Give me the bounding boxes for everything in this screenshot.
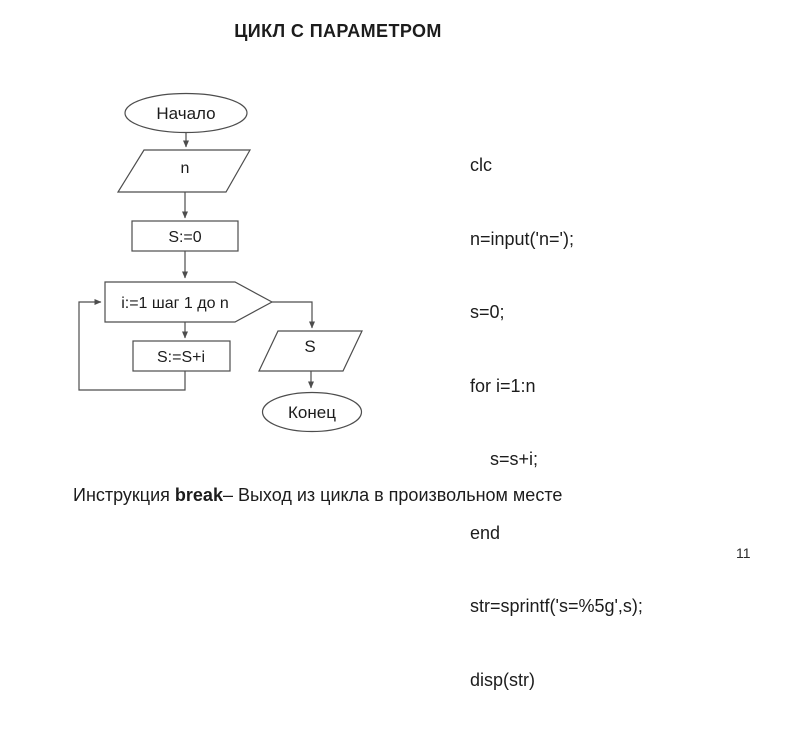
footnote-keyword: break (174, 485, 223, 505)
input-label: n (181, 160, 190, 177)
page-number: 11 (736, 545, 751, 561)
body-process-shape (132, 340, 231, 372)
code-line-2: n=input('n='); (470, 228, 574, 249)
connector-body-loopback (78, 299, 186, 391)
init-process-label: S:=0 (168, 229, 201, 246)
code-listing: clc n=input('n='); s=0; for i=1:n s=s+i;… (470, 104, 643, 741)
input-parallelogram-shape (116, 149, 252, 193)
code-line-4: for i=1:n (470, 375, 536, 396)
start-terminal-label: Начало (156, 104, 215, 123)
footnote-suffix: – Выход из цикла в произвольном месте (222, 485, 563, 505)
end-terminal-shape (261, 391, 363, 433)
body-process-label: S:=S+i (157, 349, 205, 366)
code-line-5: s=s+i; (470, 449, 539, 469)
slide: ЦИКЛ С ПАРАМЕТРОМ Начало n S:=0 i:=1 шаг… (73, 21, 751, 690)
code-line-6: end (470, 522, 501, 543)
footnote-prefix: Инструкция (73, 485, 175, 505)
init-process-shape (131, 220, 239, 252)
output-label: S (304, 337, 315, 356)
code-line-8: disp(str) (470, 669, 536, 690)
code-line-3: s=0; (470, 302, 505, 322)
output-parallelogram-shape (258, 330, 363, 372)
flowchart: Начало n S:=0 i:=1 шаг 1 до n S:=S+i S К… (78, 92, 363, 433)
code-line-7: str=sprintf('s=%5g',s); (470, 596, 643, 616)
code-line-1: clc (470, 155, 492, 175)
slide-title: ЦИКЛ С ПАРАМЕТРОМ (234, 21, 442, 41)
end-terminal-label: Конец (288, 403, 336, 422)
loop-header-label: i:=1 шаг 1 до n (121, 295, 229, 312)
start-terminal-shape (124, 92, 248, 134)
footnote: Инструкция break– Выход из цикла в произ… (73, 485, 562, 506)
connector-loop-to-output (272, 301, 315, 329)
loop-header-shape (104, 281, 274, 323)
